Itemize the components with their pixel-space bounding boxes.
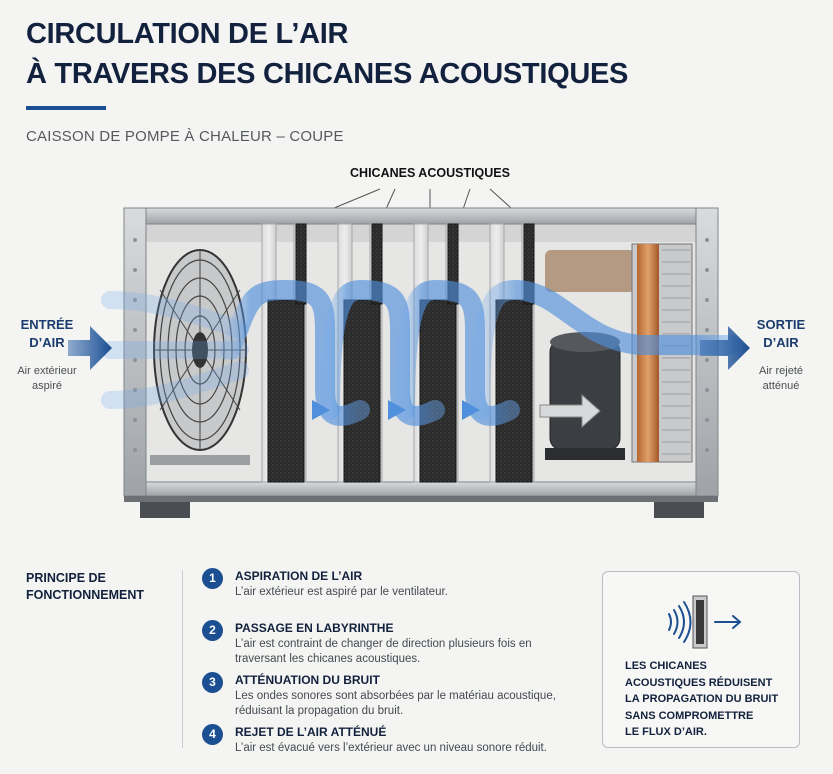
info-line-4: SANS COMPROMETTRE [625,709,754,722]
fan-icon [150,249,250,465]
step-description: L’air extérieur est aspiré par le ventil… [235,586,448,598]
step-description: Les ondes sonores sont absorbées par le … [235,690,556,717]
section-divider [182,570,183,748]
outlet-arrow-icon [700,326,750,370]
inlet-arrow-icon [68,326,112,370]
chicanes-label: CHICANES ACOUSTIQUES [350,166,510,180]
info-line-1: LES CHICANES [625,660,707,672]
page-title: CIRCULATION DE L’AIR À TRAVERS DES CHICA… [26,14,628,94]
principle-heading: PRINCIPE DE FONCTIONNEMENT [26,570,144,604]
outlet-label: SORTIE D’AIR [746,316,816,352]
acoustic-panel-icon [692,595,708,649]
title-line-2: À TRAVERS DES CHICANES ACOUSTIQUES [26,58,629,90]
step-number-badge: 1 [202,568,223,589]
info-line-3: LA PROPAGATION DU BRUIT [625,693,779,705]
airflow-path [101,279,740,426]
page-subtitle: CAISSON DE POMPE À CHALEUR – COUPE [26,128,344,145]
step-description: L’air est évacué vers l’extérieur avec u… [235,742,547,754]
step-item: 1 ASPIRATION DE L’AIR L’air extérieur es… [202,566,572,618]
outlet-desc-line-1: Air rejeté [758,365,804,377]
step-item: 4 REJET DE L’AIR ATTÉNUÉ L’air est évacu… [202,722,572,774]
step-number-badge: 2 [202,620,223,641]
inlet-desc-line-1: Air extérieur [17,365,77,377]
sound-wave-icon [668,601,692,643]
principle-heading-line-2: FONCTIONNEMENT [26,588,145,602]
title-underline [26,106,106,110]
cross-section-illustration [68,188,750,518]
inlet-title-line-2: D’AIR [29,335,65,350]
step-description: L’air est contraint de changer de direct… [235,638,532,665]
inlet-label: ENTRÉE D’AIR [12,316,82,352]
info-text: LES CHICANES ACOUSTIQUES RÉDUISENT LA PR… [625,658,795,741]
inlet-title-line-1: ENTRÉE [20,317,74,332]
noise-reduction-icon [668,595,742,649]
inlet-desc-line-2: aspiré [32,380,62,392]
compressor-icon [539,250,635,460]
principle-heading-line-1: PRINCIPE DE [26,571,106,585]
outlet-title-line-1: SORTIE [756,317,806,332]
step-title: REJET DE L’AIR ATTÉNUÉ [235,725,387,739]
title-line-1: CIRCULATION DE L’AIR [26,18,349,50]
step-item: 2 PASSAGE EN LABYRINTHE L’air est contra… [202,618,572,670]
info-box: LES CHICANES ACOUSTIQUES RÉDUISENT LA PR… [602,571,800,748]
outlet-title-line-2: D’AIR [763,335,799,350]
outlet-description: Air rejeté atténué [742,364,820,394]
step-item: 3 ATTÉNUATION DU BRUIT Les ondes sonores… [202,670,572,722]
principle-steps: 1 ASPIRATION DE L’AIR L’air extérieur es… [202,566,572,774]
info-line-5: LE FLUX D’AIR. [625,726,707,738]
arrow-right-icon [714,615,742,629]
step-title: PASSAGE EN LABYRINTHE [235,621,394,635]
step-number-badge: 4 [202,724,223,745]
info-line-2: ACOUSTIQUES RÉDUISENT [625,676,773,689]
step-title: ASPIRATION DE L’AIR [235,569,363,583]
step-title: ATTÉNUATION DU BRUIT [235,673,380,687]
outlet-desc-line-2: atténué [762,380,800,392]
step-number-badge: 3 [202,672,223,693]
inlet-description: Air extérieur aspiré [8,364,86,394]
hvac-cross-section-diagram: CHICANES ACOUSTIQUES ENTRÉE D’AIR Air ex… [0,160,833,530]
